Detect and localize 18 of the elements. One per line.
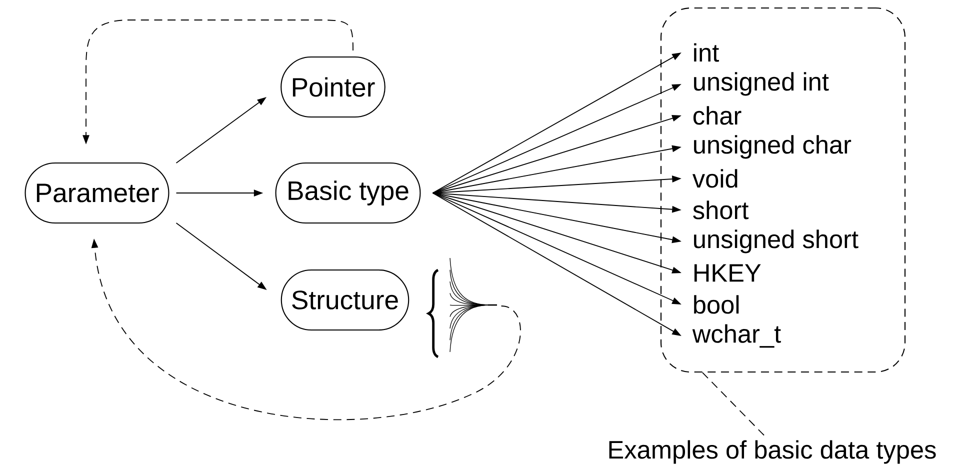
brace-fan-drawing	[427, 258, 497, 358]
rounded-box: Structure	[280, 269, 410, 331]
rounded-box: Pointer	[280, 56, 386, 118]
type-label: int	[694, 43, 719, 62]
caption-text: Examples of basic data types	[609, 440, 936, 464]
rounded-box: Basic type	[275, 162, 421, 224]
rounded-box: Parameter	[24, 162, 170, 224]
dashed-box	[660, 7, 906, 373]
type-label: bool	[694, 295, 739, 314]
type-label: wchar_t	[692, 324, 781, 348]
type-label: char	[693, 106, 742, 125]
type-label: HKEY	[694, 264, 761, 282]
type-label: unsigned char	[694, 135, 852, 159]
leader-line	[702, 372, 764, 436]
type-label: unsigned int	[694, 72, 829, 96]
type-label: short	[693, 200, 749, 220]
type-label: void	[692, 169, 738, 188]
type-label: unsigned short	[694, 230, 858, 254]
